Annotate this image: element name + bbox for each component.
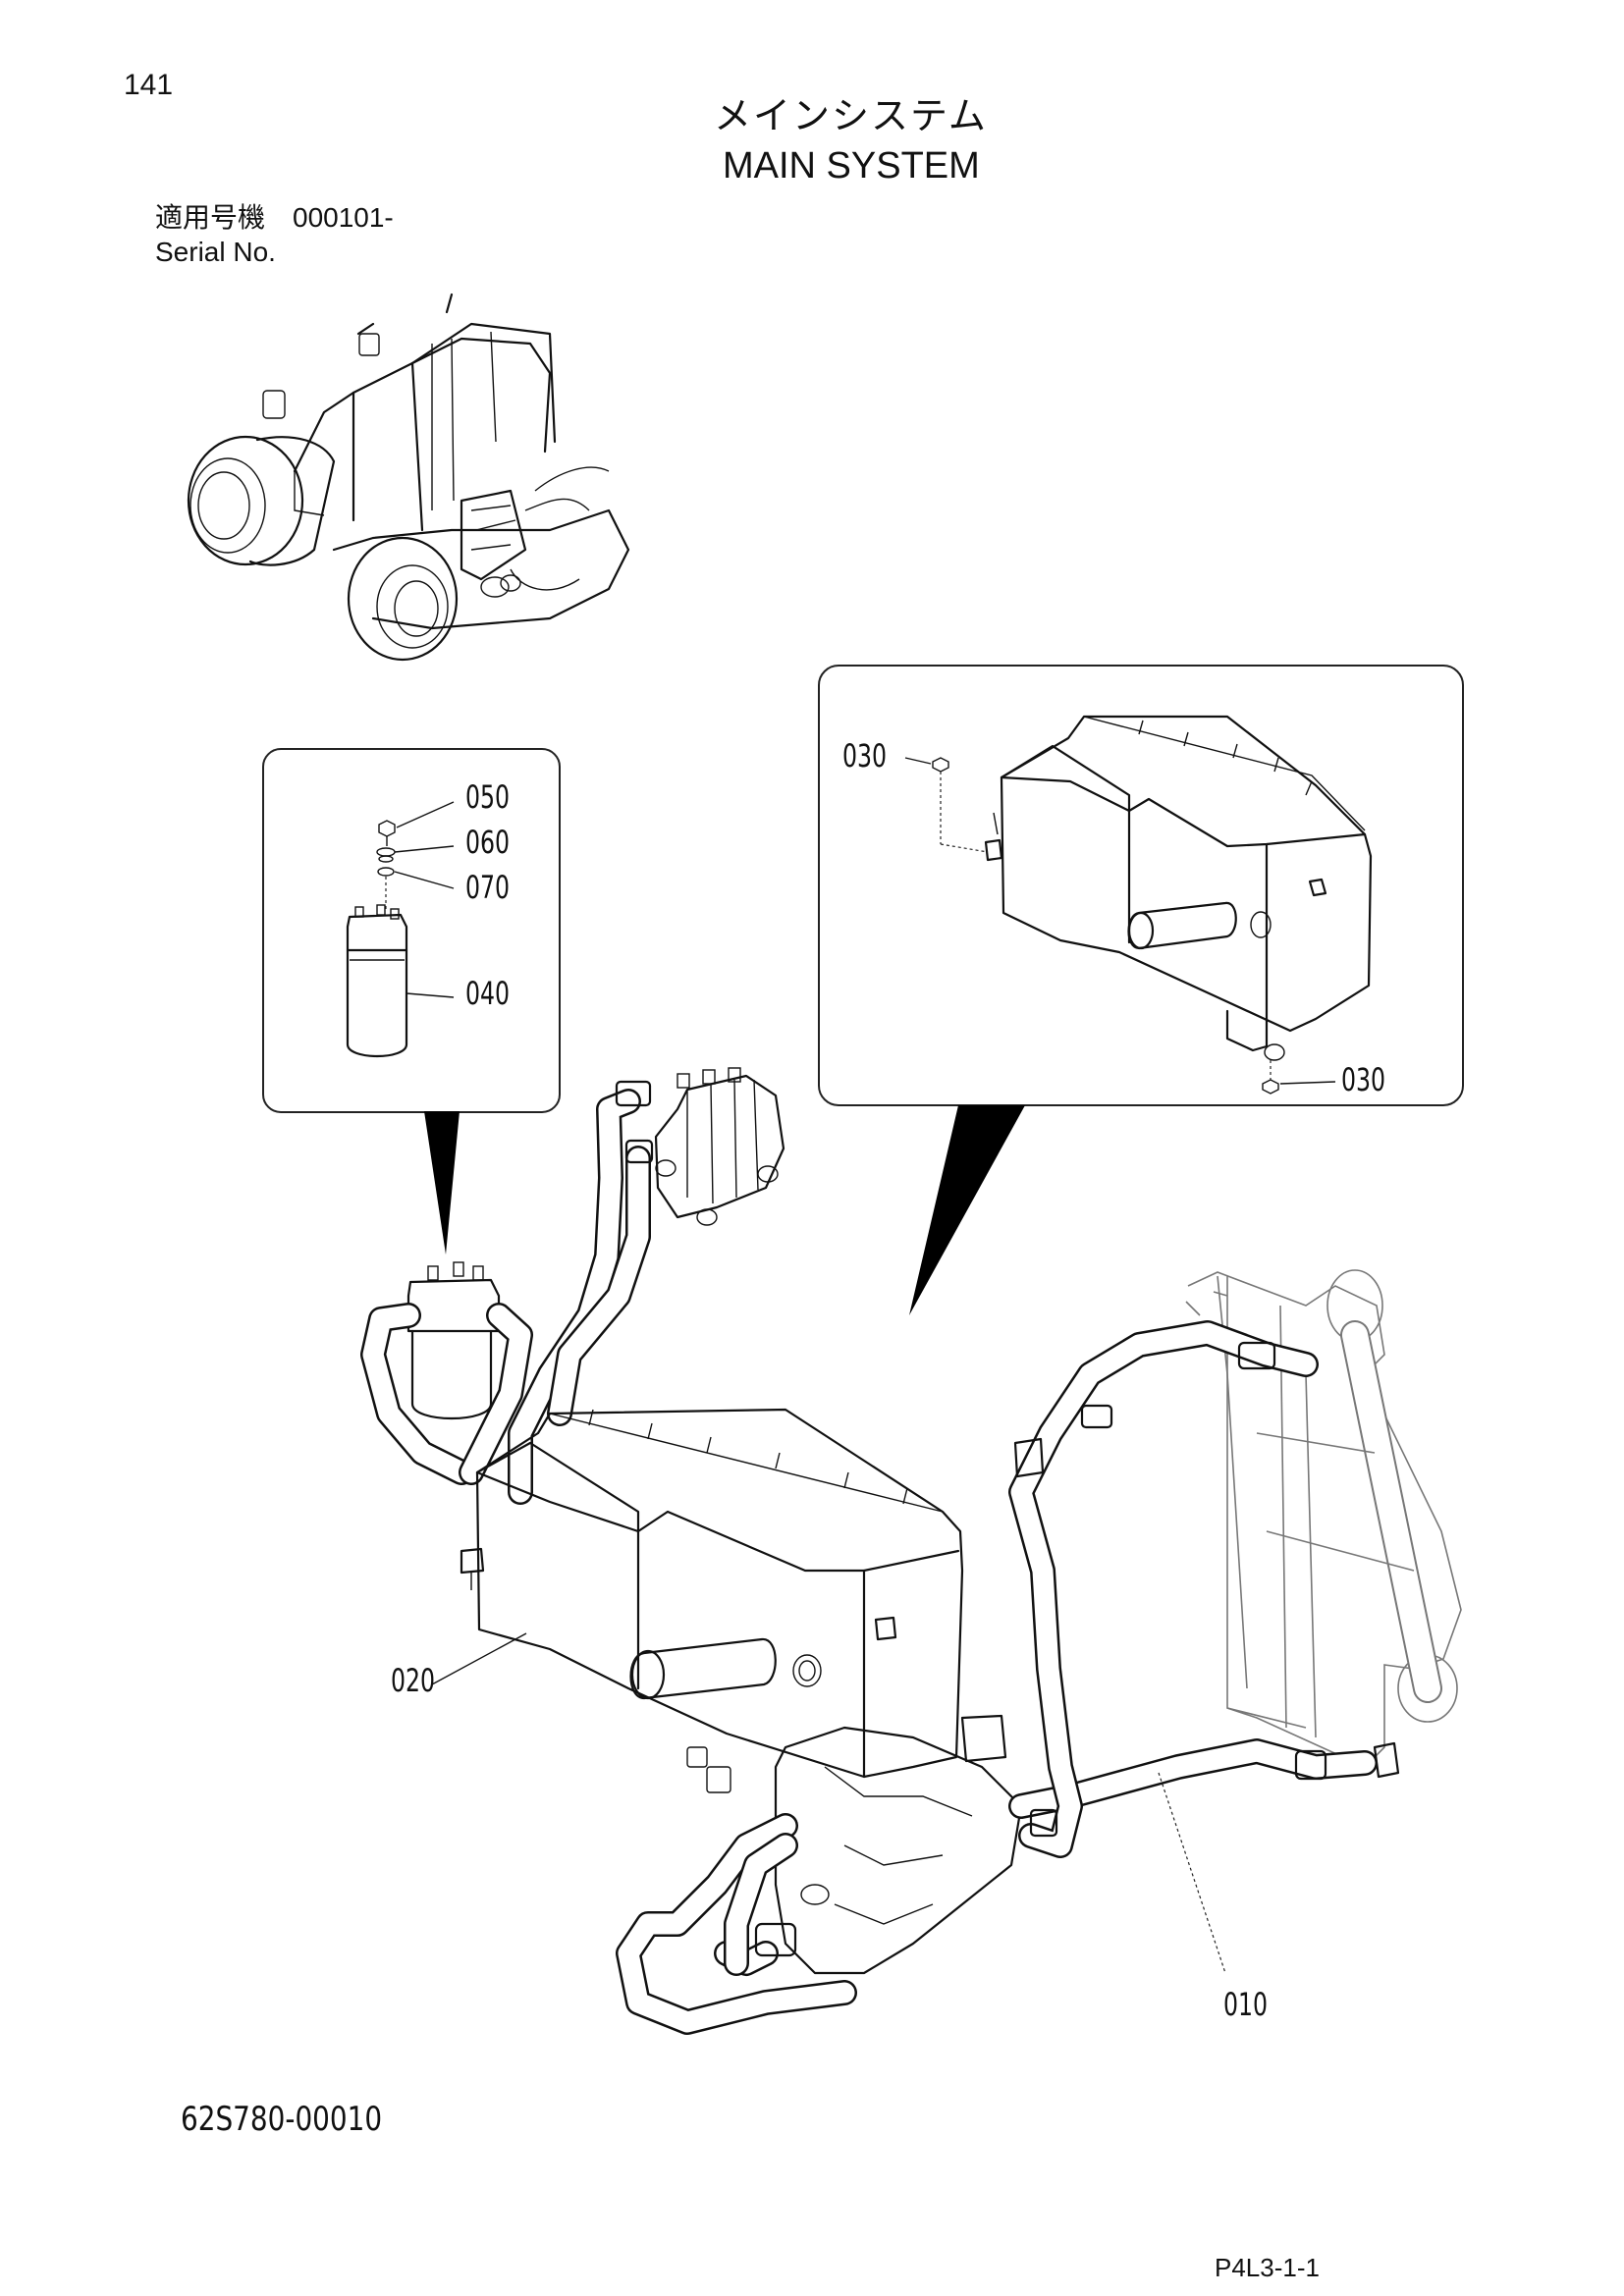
leader-050 — [396, 801, 455, 828]
filter-inset-box — [262, 748, 561, 1113]
tank-detail-illustration — [984, 715, 1373, 1061]
filter-detail-illustration — [346, 820, 408, 1058]
page-title-english: MAIN SYSTEM — [723, 145, 980, 187]
inset-pointer-right — [909, 1105, 1025, 1315]
leader-020 — [431, 1632, 527, 1685]
callout-040: 040 — [465, 975, 511, 1012]
leader-010 — [1158, 1772, 1226, 1974]
callout-010: 010 — [1223, 1986, 1269, 2023]
page-code: P4L3-1-1 — [1215, 2253, 1320, 2282]
page-number: 141 — [124, 69, 174, 101]
inset-pointer-left — [424, 1111, 460, 1255]
drawing-code: 62S780-00010 — [181, 2100, 383, 2139]
leader-040 — [406, 992, 455, 998]
main-assembly-illustration — [360, 1067, 1462, 2035]
leader-030-top — [904, 757, 932, 765]
serial-label-japanese: 適用号機 000101- — [155, 202, 394, 233]
callout-050: 050 — [465, 778, 511, 816]
leader-070 — [394, 871, 455, 889]
callout-020: 020 — [391, 1662, 436, 1699]
callout-060: 060 — [465, 824, 511, 861]
bolt-030-top-icon — [932, 757, 949, 773]
page-title-japanese: メインシステム — [714, 96, 988, 137]
machine-overview-illustration — [187, 293, 630, 662]
serial-label-english: Serial No. — [155, 237, 276, 267]
leader-060 — [394, 845, 455, 853]
callout-070: 070 — [465, 869, 511, 906]
callout-030-top: 030 — [842, 737, 888, 774]
leader-030-bottom — [1279, 1081, 1336, 1085]
callout-030-bottom: 030 — [1341, 1061, 1386, 1098]
